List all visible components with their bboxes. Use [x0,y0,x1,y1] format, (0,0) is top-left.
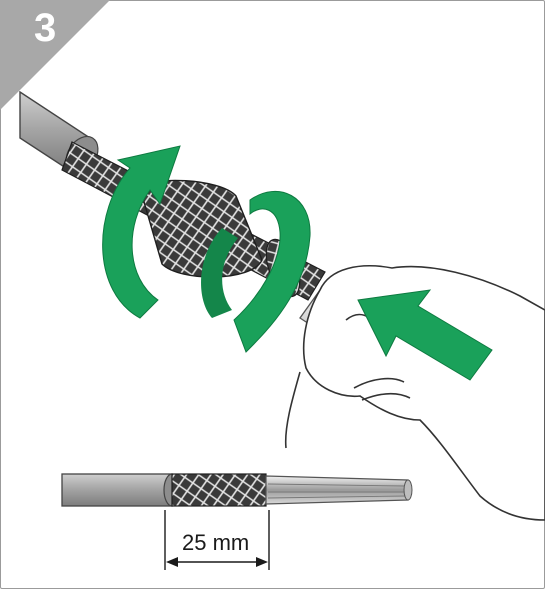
detail-cable [62,474,412,506]
dimension-label: 25 mm [182,530,249,556]
step-number: 3 [34,6,56,51]
